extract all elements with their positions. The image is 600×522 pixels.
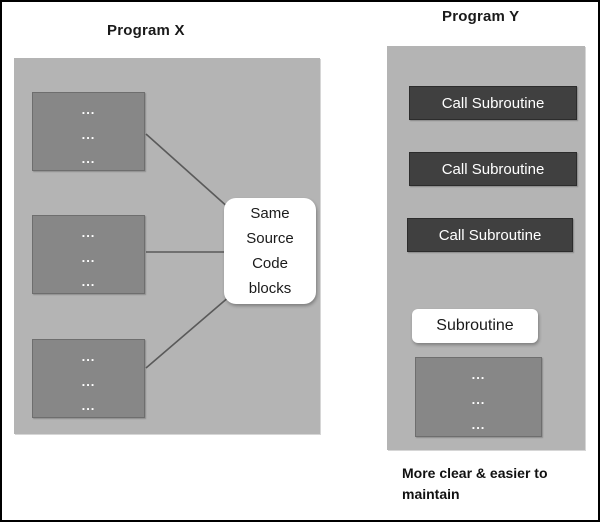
code-dots: ... xyxy=(81,151,96,166)
callout-line: Source xyxy=(246,230,294,247)
code-dots: ... xyxy=(471,367,486,382)
code-dots: ... xyxy=(81,126,96,142)
code-block: ... ... ... xyxy=(32,339,145,418)
program-x-title: Program X xyxy=(107,22,185,39)
code-dots: ... xyxy=(81,349,96,364)
callout-line: blocks xyxy=(248,280,292,297)
code-dots: ... xyxy=(81,274,96,289)
call-subroutine-bar: Call Subroutine xyxy=(409,86,577,120)
program-y-title: Program Y xyxy=(442,8,520,25)
code-block: ... ... ... xyxy=(32,92,145,171)
code-dots: ... xyxy=(81,373,96,389)
code-dots: ... xyxy=(471,417,486,432)
subroutine-code-block: ... ... ... xyxy=(415,357,542,437)
callout-line: Same xyxy=(250,205,290,222)
code-block: ... ... ... xyxy=(32,215,145,294)
code-dots: ... xyxy=(81,102,96,117)
code-dots: ... xyxy=(81,225,96,240)
same-source-code-callout: Same Source Code blocks xyxy=(224,198,316,304)
code-dots: ... xyxy=(81,398,96,413)
program-y-caption: More clear & easier to maintain xyxy=(402,465,548,502)
call-subroutine-bar: Call Subroutine xyxy=(407,218,573,252)
call-subroutine-bar: Call Subroutine xyxy=(409,152,577,186)
callout-line: Code xyxy=(252,255,288,272)
code-dots: ... xyxy=(471,392,486,407)
code-dots: ... xyxy=(81,249,96,265)
subroutine-label-bar: Subroutine xyxy=(412,309,538,343)
